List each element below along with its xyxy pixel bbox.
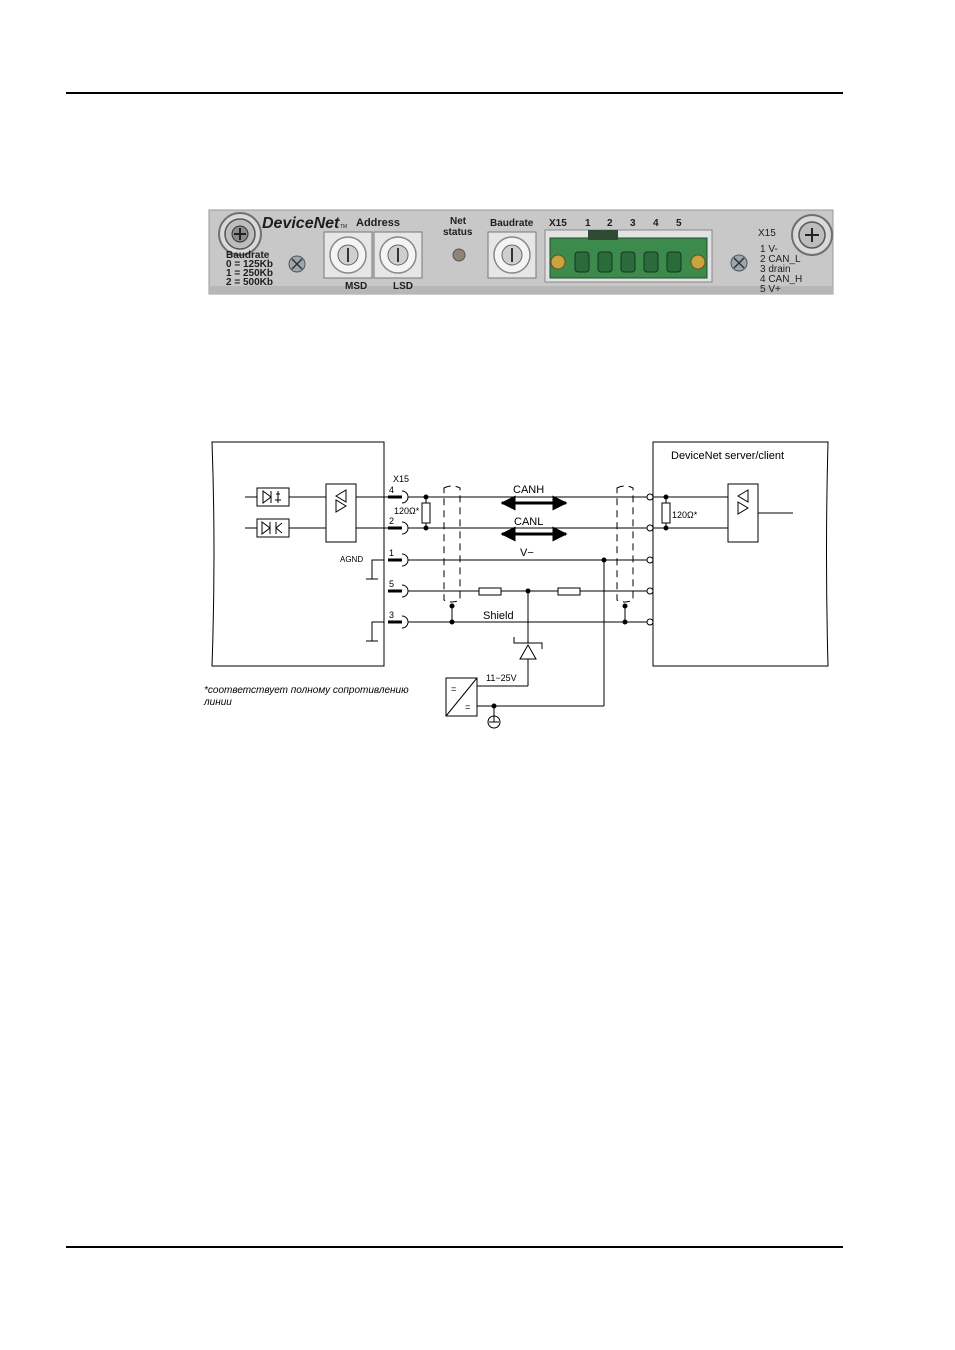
net-status-label-2: status (443, 227, 473, 238)
devicenet-panel: DeviceNet TM Baudrate 0 = 125Kb 1 = 250K… (209, 210, 833, 295)
baudrate-label: Baudrate (490, 218, 534, 229)
diagram-pin-3: 3 (389, 610, 394, 620)
zener-diode-icon (520, 645, 536, 659)
fuse-icon (479, 588, 501, 595)
connector-label: X15 (549, 218, 567, 229)
address-label: Address (356, 217, 400, 229)
lsd-rotary-switch (374, 232, 422, 278)
mount-screw-icon (289, 256, 305, 272)
server-terminals (647, 494, 653, 625)
pin-legend-title: X15 (758, 228, 776, 239)
footnote-line-1: *соответствует полному сопротивлению (204, 685, 409, 696)
optocoupler-rx-icon (245, 519, 326, 537)
panel-pin-4: 4 (653, 218, 659, 229)
shield-label: Shield (483, 610, 514, 622)
diagram-pin-2: 2 (389, 516, 394, 526)
drive-box (212, 442, 384, 666)
footnote-line-2: линии (203, 697, 232, 708)
cable-shield-left (444, 486, 460, 602)
agnd-ground-icon (366, 560, 384, 579)
net-status-label-1: Net (450, 216, 467, 227)
pin-legend-5: 5 V+ (760, 284, 781, 295)
left-thumbscrew-icon (219, 213, 261, 255)
footer-rule (66, 1246, 843, 1248)
panel-pin-3: 3 (630, 218, 636, 229)
canh-label: CANH (513, 484, 544, 496)
resistor-left-label: 120Ω* (394, 506, 420, 516)
right-resistor-icon (662, 503, 670, 523)
msd-rotary-switch (324, 232, 372, 278)
baud-legend-3: 2 = 500Kb (226, 277, 273, 288)
optocoupler-tx-icon (245, 488, 326, 506)
mount-screw-icon (731, 255, 747, 271)
net-status-led-icon (453, 249, 465, 261)
converter-bottom-label: = (465, 702, 470, 712)
panel-pin-2: 2 (607, 218, 613, 229)
panel-brand-tm: TM (340, 224, 347, 230)
vminus-label: V− (520, 547, 534, 559)
diagram-pin-5: 5 (389, 579, 394, 589)
canl-label: CANL (514, 516, 543, 528)
resistor-right-label: 120Ω* (672, 510, 698, 520)
left-resistor-icon (422, 503, 430, 523)
panel-pin-5: 5 (676, 218, 682, 229)
panel-pin-1: 1 (585, 218, 591, 229)
baudrate-rotary-switch (488, 232, 536, 278)
x15-connector-icon (545, 230, 712, 282)
msd-label: MSD (345, 281, 367, 292)
shield-ground-icon (366, 622, 384, 641)
supply-label: 11−25V (486, 673, 517, 683)
cable-shield-right (617, 486, 633, 602)
diagram-connector-label: X15 (393, 474, 409, 484)
diagram-pin-1: 1 (389, 548, 394, 558)
right-thumbscrew-icon (792, 215, 832, 255)
server-box (653, 442, 828, 666)
fuse-icon (558, 588, 580, 595)
converter-top-label: = (451, 684, 456, 694)
agnd-label: AGND (340, 555, 363, 564)
panel-brand: DeviceNet (262, 215, 340, 232)
lsd-label: LSD (393, 281, 413, 292)
server-label: DeviceNet server/client (671, 450, 784, 462)
diagram-pin-4: 4 (389, 485, 394, 495)
